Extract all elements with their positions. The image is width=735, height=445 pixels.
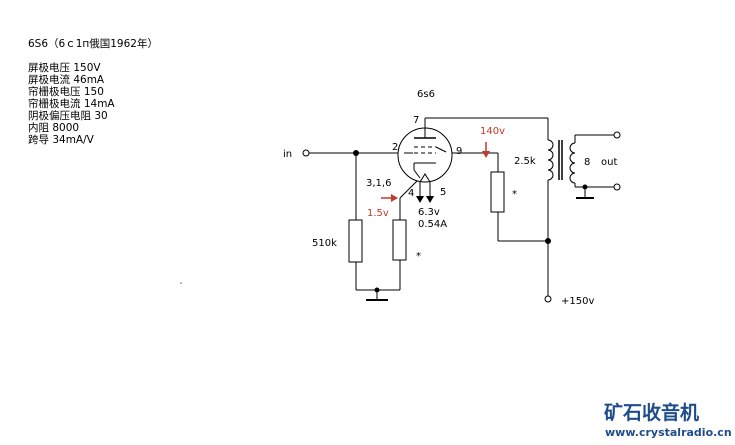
spec-plate-current: 屏极电流 46mA <box>28 74 105 86</box>
pin-grid-label: 2 <box>392 142 398 153</box>
transformer-primary <box>547 139 554 181</box>
pin-cathode-label: 3,1,6 <box>366 178 391 189</box>
pin-heater-b-label: 5 <box>440 187 446 198</box>
pin-anode-label: 7 <box>413 115 419 126</box>
heater-current-label: 0.54A <box>418 219 447 230</box>
supply-label: +150v <box>561 296 594 307</box>
tube-name-label: 6s6 <box>417 89 435 100</box>
cathode-resistor-mark: * <box>416 251 421 262</box>
spec-internal-resistance: 内阻 8000 <box>28 122 80 134</box>
tube-heater <box>419 173 431 183</box>
secondary-impedance-label: 8 <box>584 157 590 168</box>
output-terminal-2 <box>613 183 621 191</box>
output-terminal-1 <box>613 131 621 139</box>
tube-spec-list: 6S6（6ｃ1п俄国1962年） 屏极电压 150V 屏极电流 46mA 帘栅极… <box>28 38 158 146</box>
heater-voltage-label: 6.3v <box>418 207 440 218</box>
pin-screen-label: 9 <box>456 146 462 157</box>
primary-impedance-label: 2.5k <box>514 156 536 167</box>
screen-resistor <box>490 171 505 213</box>
grid-resistor <box>348 219 363 263</box>
cathode-voltage-arrow <box>381 194 398 202</box>
spec-transconductance: 跨导 34mA/V <box>28 134 94 146</box>
transformer-secondary <box>569 142 576 184</box>
grid-resistor-label: 510k <box>312 238 337 249</box>
cathode-resistor <box>392 219 407 261</box>
watermark-title: 矿石收音机 <box>604 401 699 424</box>
spec-cathode-resistor: 阴极偏压电阻 30 <box>28 110 108 122</box>
input-label: in <box>283 149 292 160</box>
spec-screen-voltage: 帘栅极电压 150 <box>28 86 104 98</box>
input-terminal <box>302 149 310 157</box>
heater-arrow-right <box>426 196 434 203</box>
spec-plate-voltage: 屏极电压 150V <box>28 62 101 74</box>
watermark-url: www.crystalradio.cn <box>605 426 732 439</box>
pin-heater-a-label: 4 <box>408 188 414 199</box>
screen-voltage-label: 140v <box>480 126 505 137</box>
output-label: out <box>601 157 617 168</box>
supply-terminal <box>544 295 552 303</box>
cathode-voltage-label: 1.5v <box>367 208 389 219</box>
spec-title: 6S6（6ｃ1п俄国1962年） <box>28 38 158 50</box>
spec-screen-current: 帘栅极电流 14mA <box>28 98 115 110</box>
screen-voltage-arrow <box>482 142 490 158</box>
screen-resistor-mark: * <box>512 189 517 200</box>
heater-arrow-left <box>416 196 424 203</box>
